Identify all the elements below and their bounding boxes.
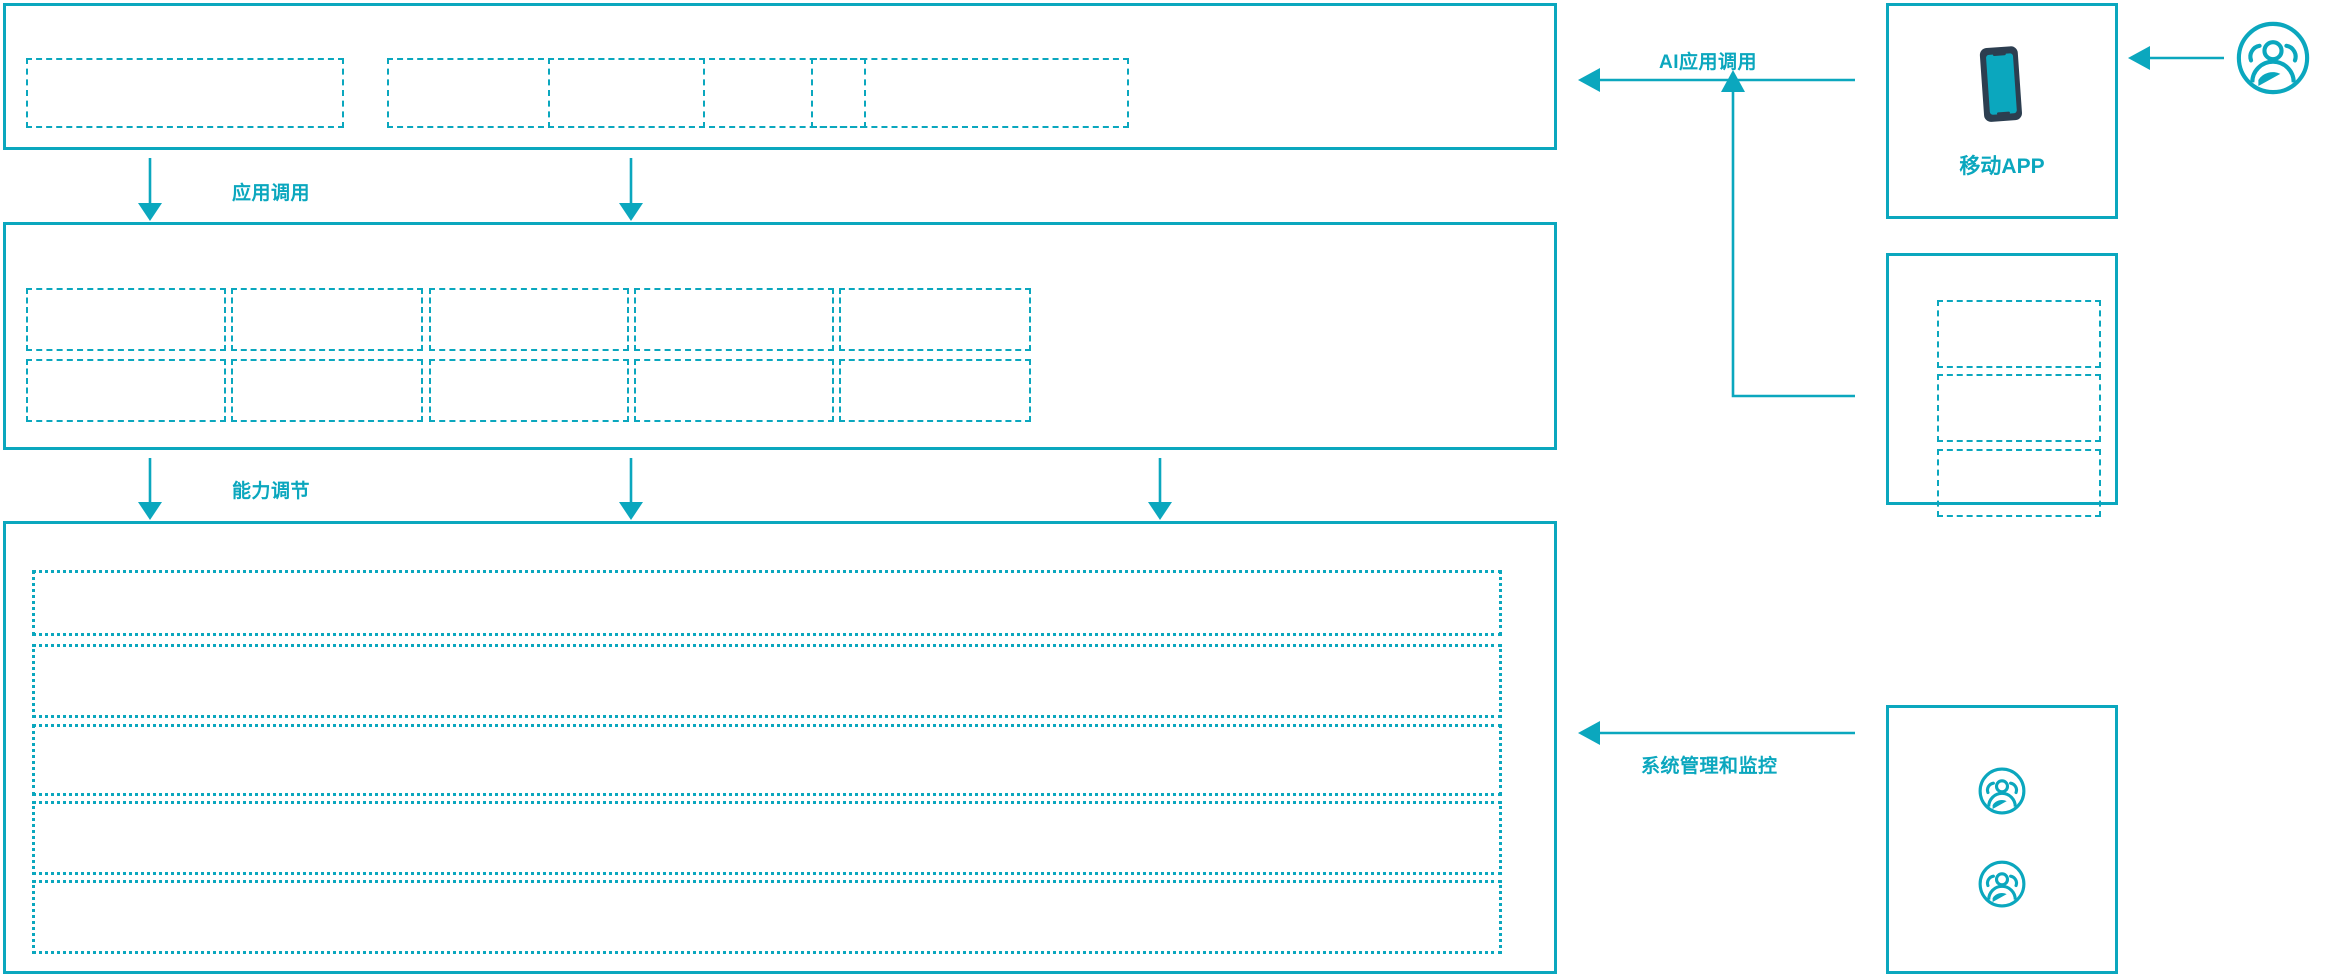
channel-slot-2[interactable]	[1937, 374, 2101, 442]
capability-slot-r2c2[interactable]	[231, 359, 423, 422]
capability-slot-r2c4[interactable]	[634, 359, 834, 422]
infrastructure-slot-4[interactable]	[32, 801, 1502, 875]
application-slot-1[interactable]	[26, 58, 344, 128]
capability-slot-r2c1[interactable]	[26, 359, 226, 422]
capability-slot-r2c3[interactable]	[429, 359, 629, 422]
capability-layer-panel[interactable]	[3, 222, 1557, 450]
capability-slot-r2c5[interactable]	[839, 359, 1031, 422]
application-layer-panel[interactable]	[3, 3, 1557, 150]
infrastructure-slot-2[interactable]	[32, 644, 1502, 718]
infrastructure-layer-panel[interactable]	[3, 521, 1557, 974]
mobile-app-label: 移动APP	[1959, 154, 2045, 178]
connector-label-ai-app-call: AI应用调用	[1659, 52, 1758, 73]
application-slot-4[interactable]	[811, 58, 1129, 128]
capability-slot-r1c1[interactable]	[26, 288, 226, 351]
capability-slot-r1c2[interactable]	[231, 288, 423, 351]
infrastructure-slot-5[interactable]	[32, 880, 1502, 954]
capability-slot-r1c3[interactable]	[429, 288, 629, 351]
user-group-icon	[1977, 859, 2027, 914]
infrastructure-slot-3[interactable]	[32, 724, 1502, 796]
channel-slot-3[interactable]	[1937, 449, 2101, 517]
mobile-phone-icon	[1975, 43, 2029, 132]
capability-slot-r1c5[interactable]	[839, 288, 1031, 351]
connector-label-system-admin-monitor: 系统管理和监控	[1641, 756, 1778, 777]
application-slot-2[interactable]	[387, 58, 705, 128]
connector-label-app-call: 应用调用	[232, 183, 311, 204]
mobile-app-card[interactable]: 移动APP	[1886, 3, 2118, 219]
capability-slot-r1c4[interactable]	[634, 288, 834, 351]
infrastructure-slot-1[interactable]	[32, 570, 1502, 636]
end-user-group-icon	[2234, 19, 2312, 102]
channel-list-card[interactable]	[1886, 253, 2118, 517]
channel-slot-1[interactable]	[1937, 300, 2101, 368]
connector-label-capability-tuning: 能力调节	[232, 481, 311, 502]
user-group-icon	[1977, 766, 2027, 821]
operator-icon-stack	[1889, 708, 2115, 971]
application-slot-3[interactable]	[548, 58, 866, 128]
operators-card[interactable]	[1886, 705, 2118, 974]
